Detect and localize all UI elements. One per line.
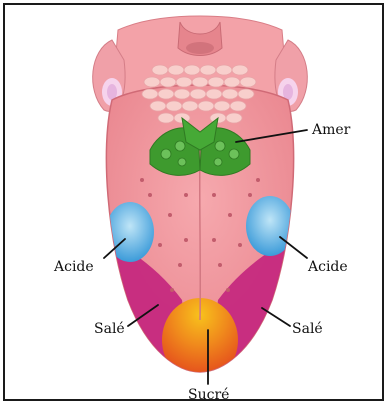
leader-line-salty-right xyxy=(262,308,290,326)
sour-zone-left xyxy=(106,202,154,262)
label-sweet: Sucré xyxy=(188,387,229,403)
label-bitter: Amer xyxy=(311,122,351,138)
label-salty-left: Salé xyxy=(94,321,125,337)
median-groove xyxy=(200,150,201,320)
label-sour-left: Acide xyxy=(53,259,94,275)
sour-zone-right xyxy=(246,196,294,256)
label-sour-right: Acide xyxy=(307,259,348,275)
label-salty-right: Salé xyxy=(292,321,323,337)
